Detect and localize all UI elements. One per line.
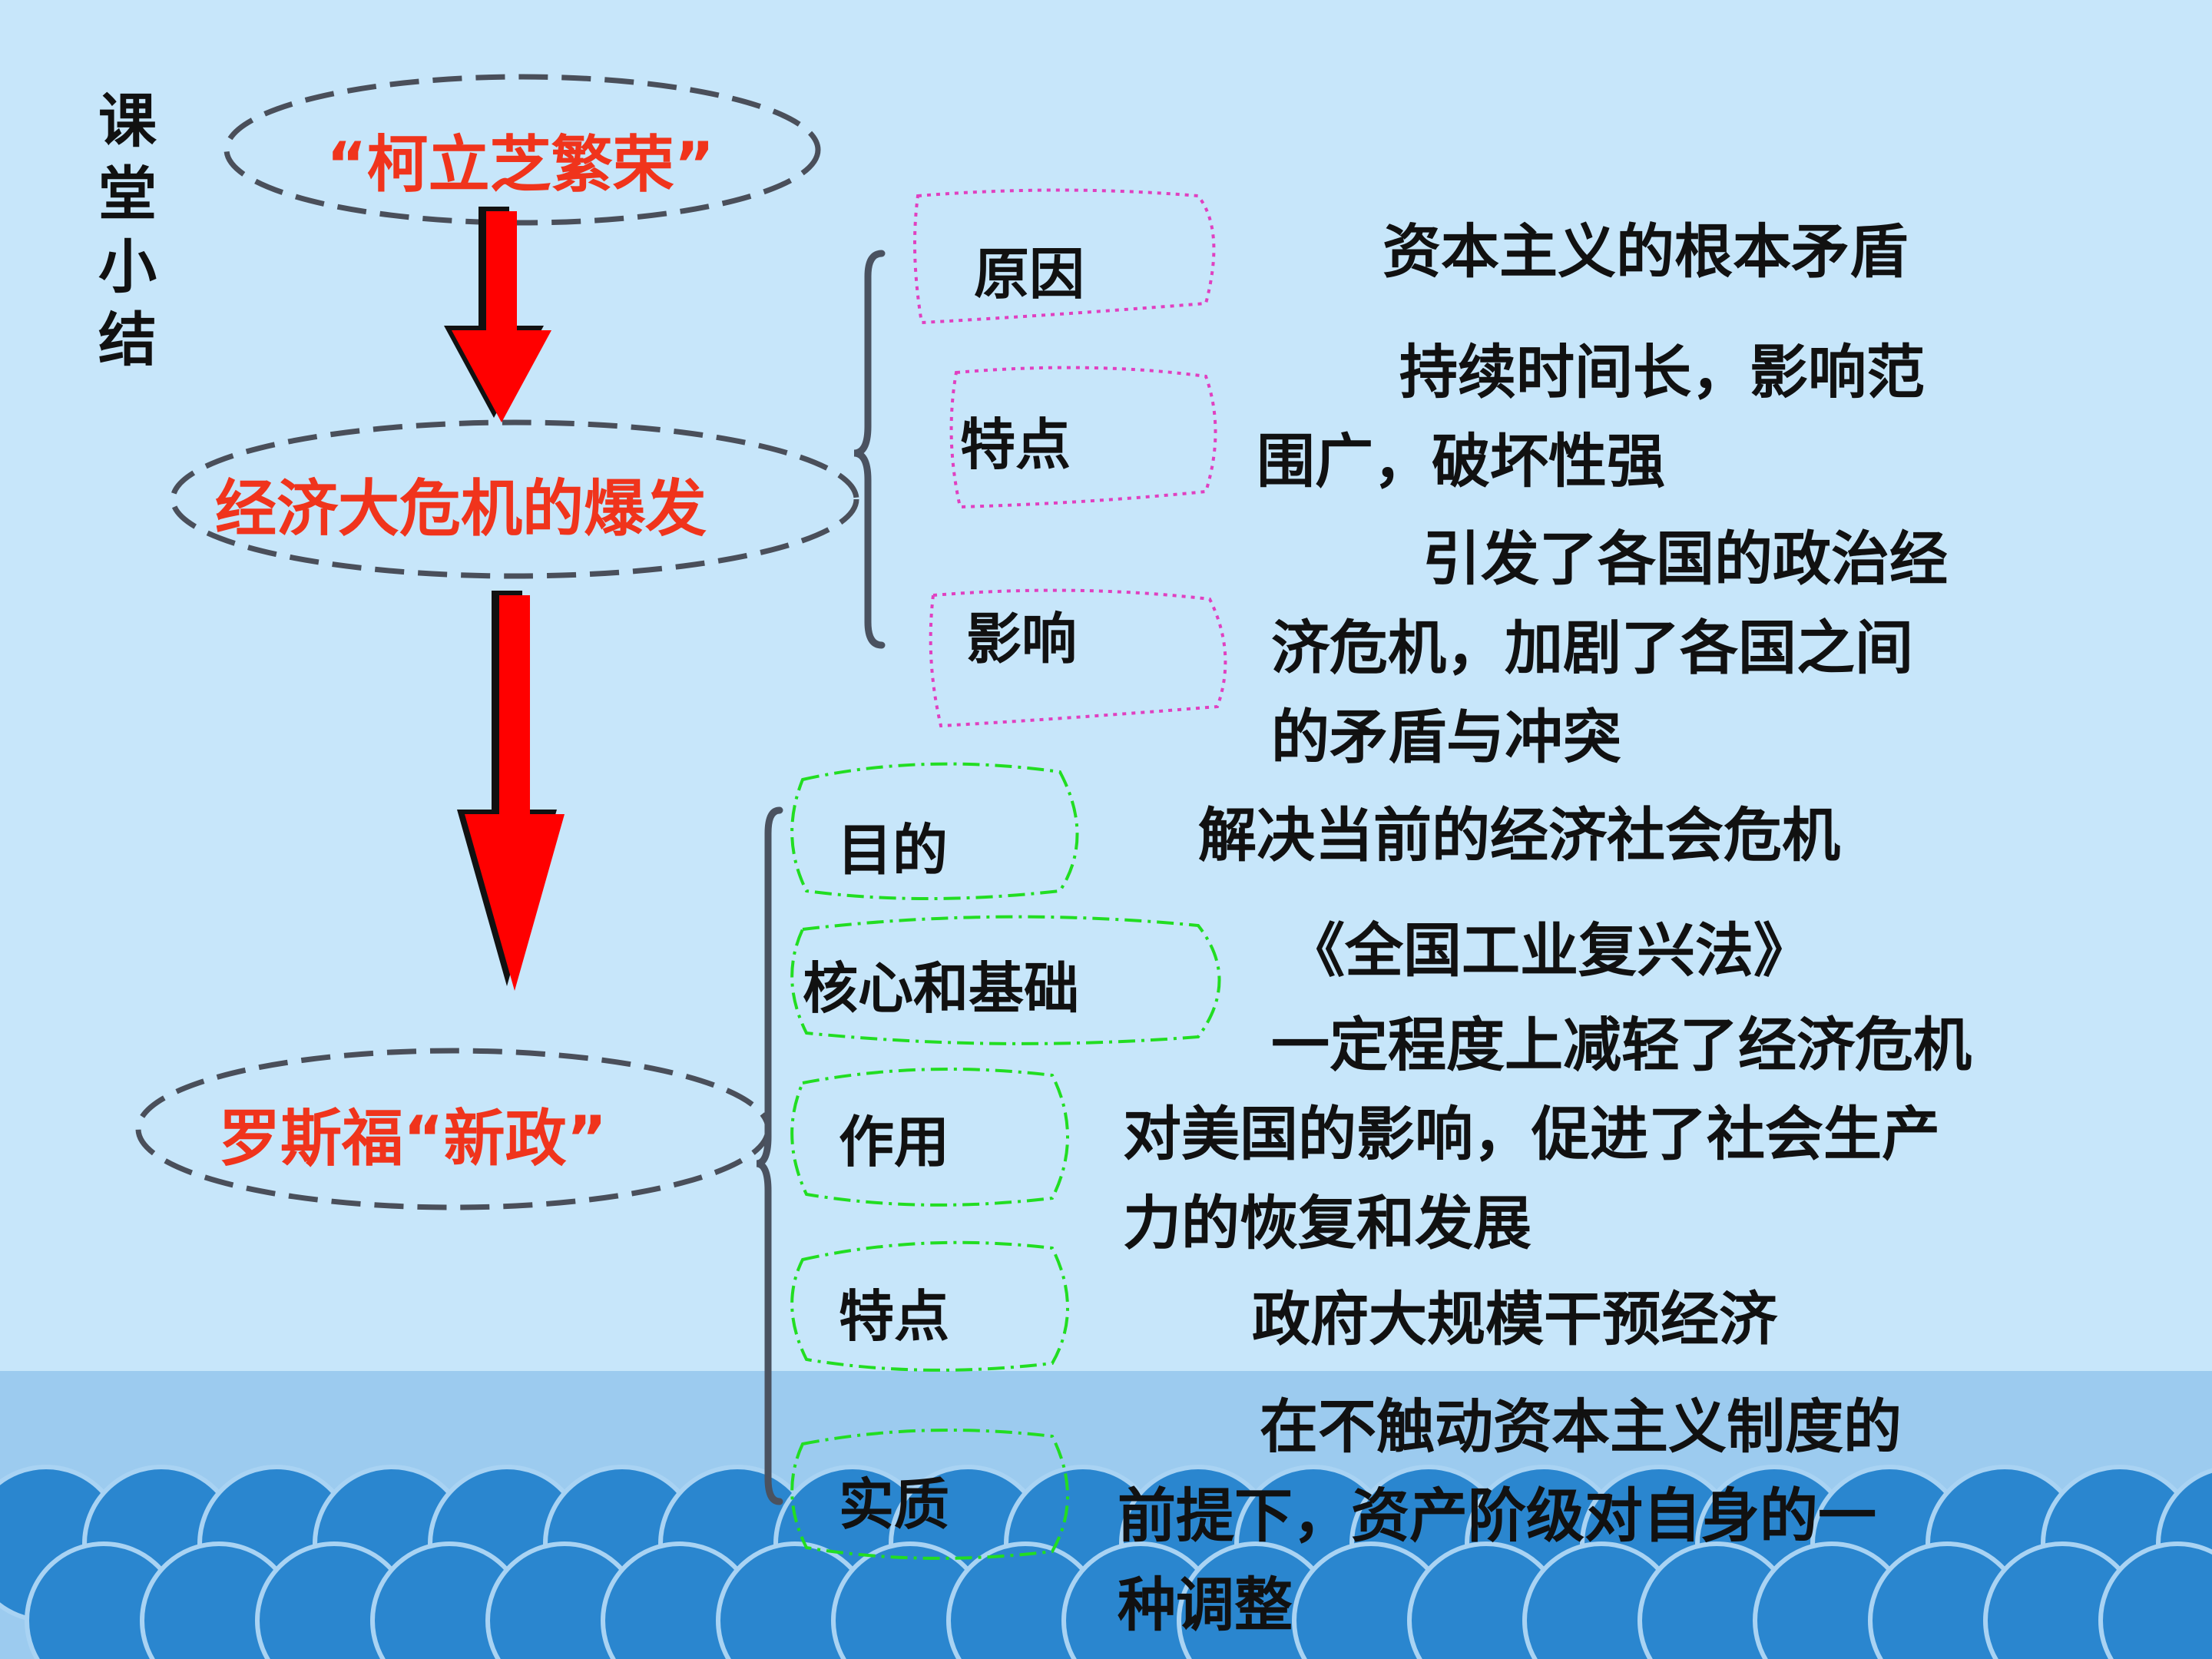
newdeal-label-box-5 [790, 1429, 1069, 1560]
newdeal-label-essence: 实质 [839, 1472, 950, 1537]
newdeal-label-purpose: 目的 [837, 818, 949, 882]
newdeal-desc-essence-line-1: 在不触动资本主义制度的 [1260, 1392, 1902, 1461]
crisis-brace [853, 250, 886, 649]
newdeal-desc-essence-line-2: 前提下，资产阶级对自身的一 [1118, 1482, 1876, 1550]
crisis-desc-feature-line-2: 围广，破坏性强 [1257, 427, 1665, 495]
coolidge-ellipse [224, 74, 821, 226]
crisis-ellipse [170, 419, 859, 579]
new-deal-heading: 罗斯福“新政” [219, 1103, 608, 1174]
newdeal-label-box-1 [790, 762, 1079, 900]
side-title: 课堂小结 [98, 87, 157, 374]
newdeal-brace [756, 806, 783, 1505]
crisis-desc-cause: 资本主义的根本矛盾 [1382, 217, 1908, 286]
newdeal-desc-essence-line-3: 种调整 [1118, 1571, 1293, 1639]
crisis-label-impact: 影响 [966, 607, 1078, 671]
wave-arch [2098, 1541, 2212, 1659]
crisis-desc-impact-line-1: 引发了各国的政治经 [1422, 525, 1948, 593]
wave-decoration [0, 1465, 2212, 1659]
arrow-down-1 [444, 207, 551, 422]
crisis-outbreak-heading: 经济大危机的爆发 [215, 473, 707, 545]
newdeal-desc-feature: 政府大规模干预经济 [1252, 1285, 1777, 1353]
crisis-desc-feature-line-1: 持续时间长，影响范 [1399, 338, 1925, 406]
crisis-desc-impact-line-2: 济危机，加剧了各国之间 [1271, 614, 1913, 682]
crisis-label-cause: 原因 [974, 242, 1085, 306]
newdeal-label-effect: 作用 [839, 1110, 950, 1174]
newdeal-desc-effect-line-1: 一定程度上减轻了经济危机 [1271, 1011, 1972, 1079]
crisis-label-box-1 [913, 188, 1216, 325]
arrow-down-2 [457, 591, 565, 991]
newdeal-desc-effect-line-2: 对美国的影响，促进了社会生产 [1123, 1100, 1940, 1168]
crisis-label-box-3 [929, 588, 1227, 728]
newdeal-label-feature: 特点 [839, 1284, 950, 1349]
newdeal-label-box-3 [790, 1068, 1069, 1207]
crisis-label-feature: 特点 [960, 412, 1071, 477]
crisis-desc-impact-line-3: 的矛盾与冲突 [1271, 703, 1621, 771]
newdeal-desc-core: 《全国工业复兴法》 [1286, 916, 1812, 985]
newdeal-label-box-2 [790, 915, 1221, 1045]
coolidge-prosperity-heading: “柯立芝繁荣” [326, 129, 715, 200]
newdeal-desc-effect-line-3: 力的恢复和发展 [1123, 1189, 1532, 1257]
crisis-label-box-2 [949, 366, 1217, 509]
newdeal-desc-purpose: 解决当前的经济社会危机 [1198, 801, 1840, 869]
newdeal-label-box-4 [790, 1240, 1069, 1372]
newdeal-label-core: 核心和基础 [803, 956, 1080, 1021]
